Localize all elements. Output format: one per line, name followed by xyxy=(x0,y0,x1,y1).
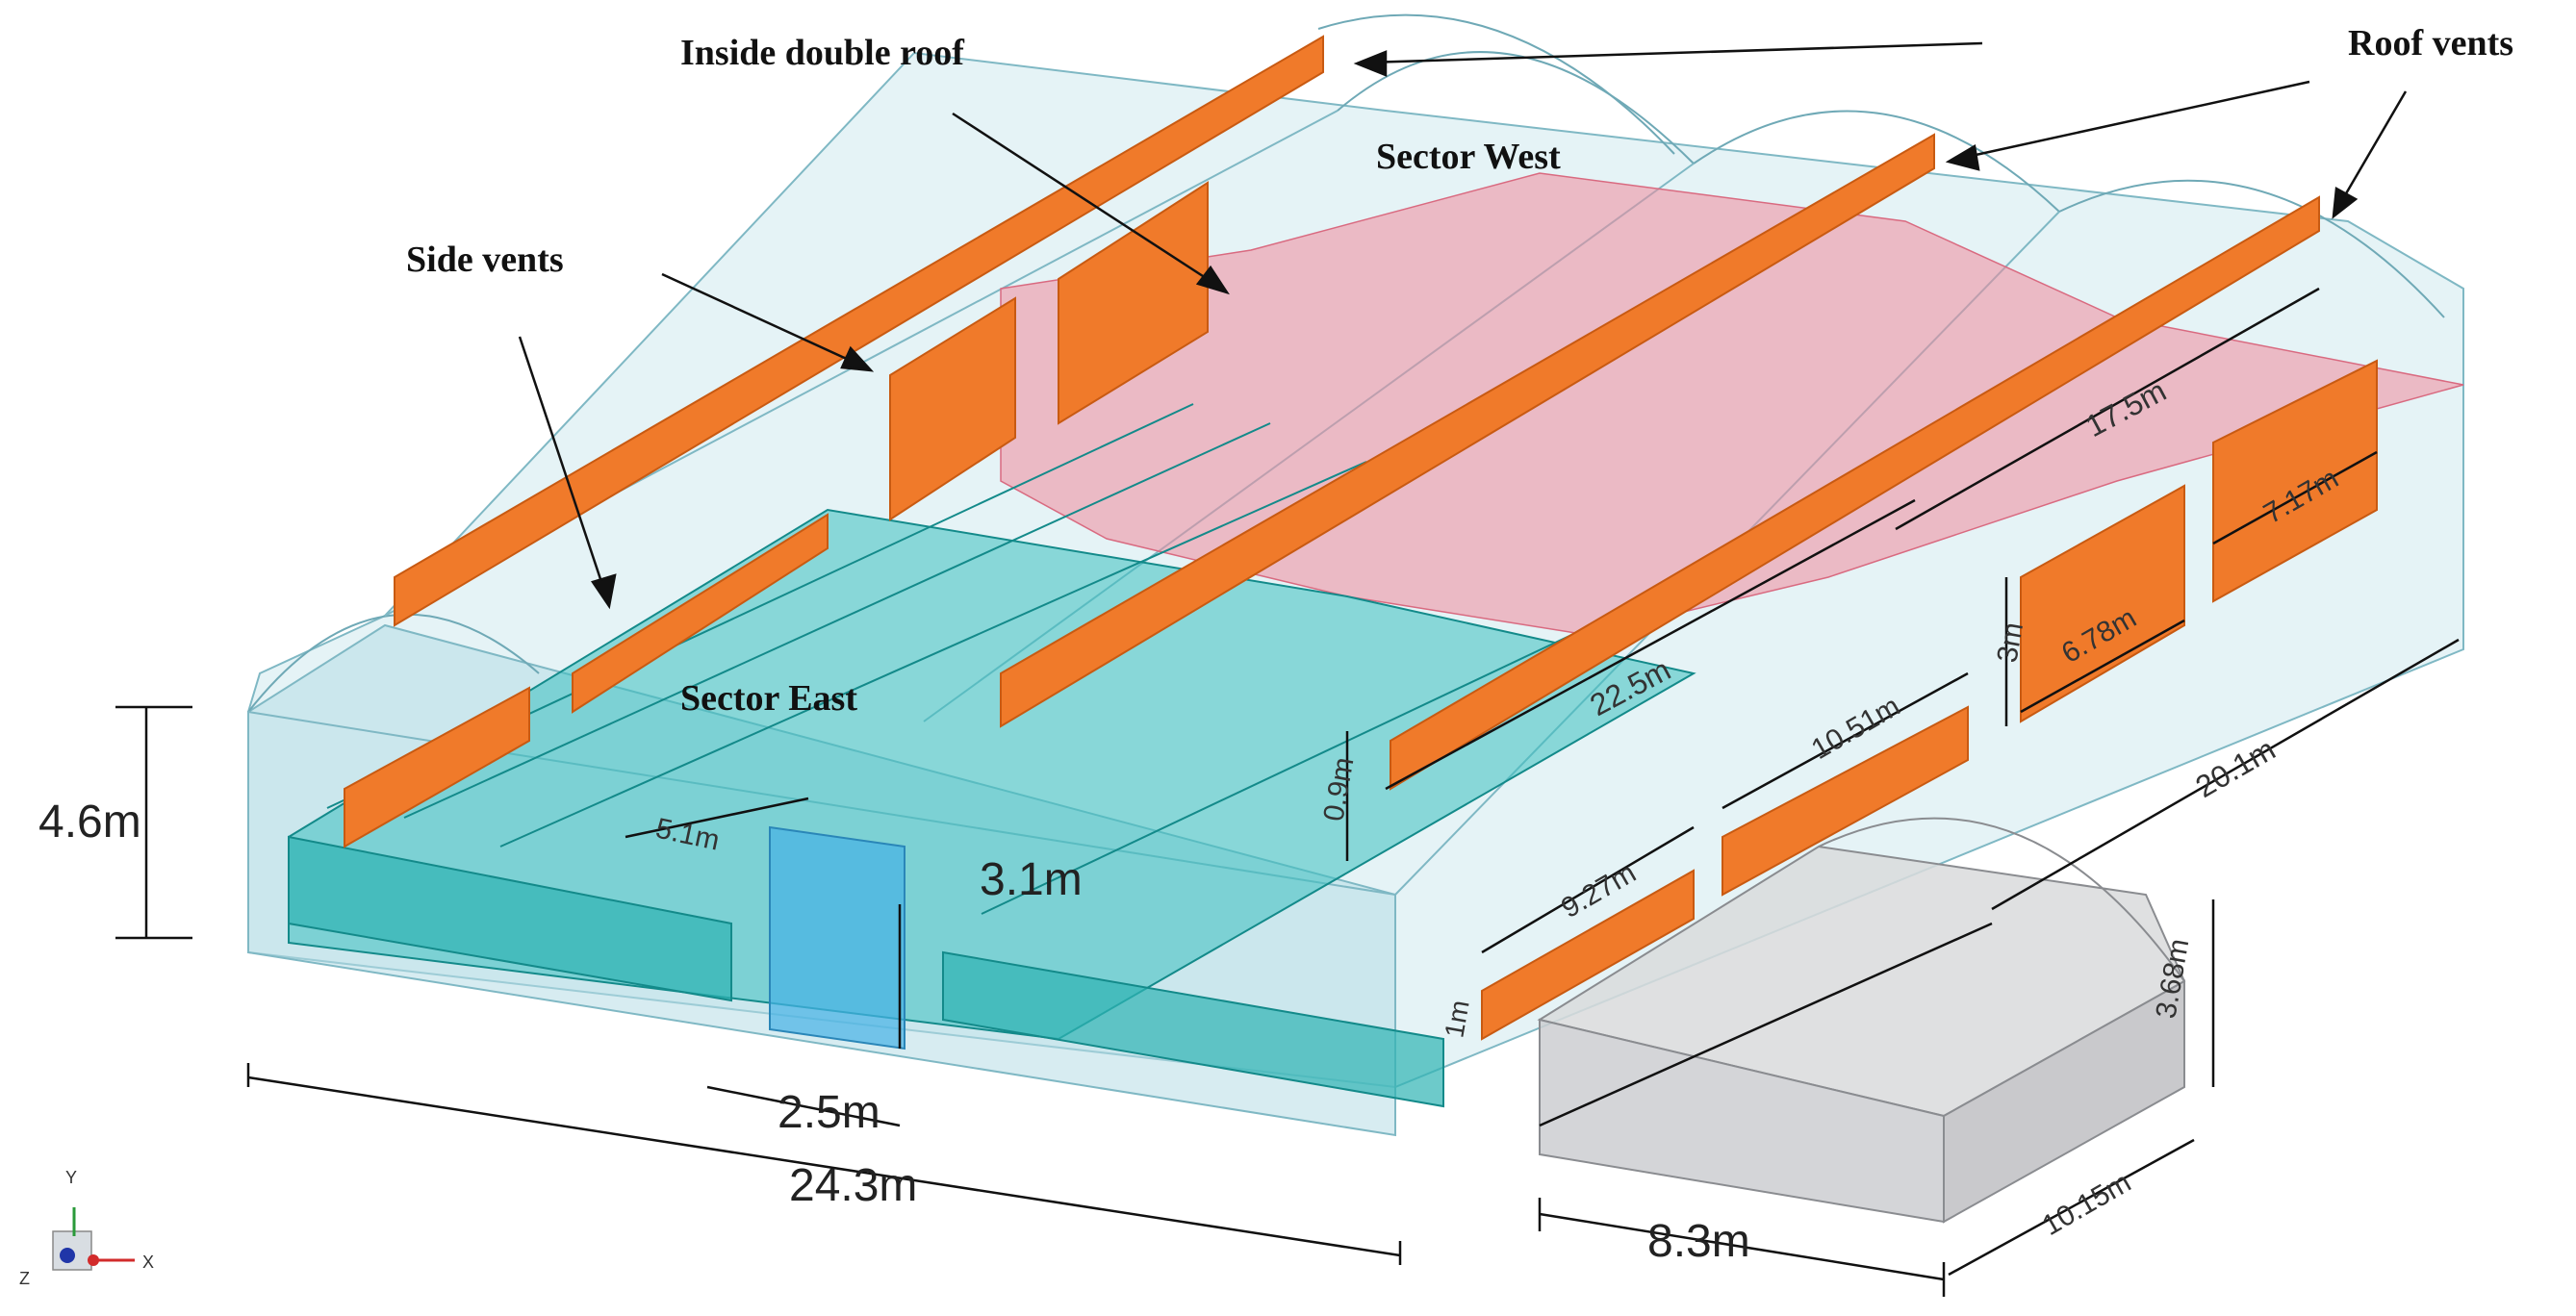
dim-line-mid-wall xyxy=(1722,671,1969,810)
dim-line-corridor-width xyxy=(706,1085,901,1127)
gable-arc-3 xyxy=(2058,179,2445,318)
dim-line-back-wall1 xyxy=(2020,619,2185,714)
arrow-inside-roof xyxy=(952,112,1223,291)
wall-vent-back1[interactable] xyxy=(2020,484,2185,723)
arrow-roof-vent-1 xyxy=(1365,41,1983,64)
dim-annex-depth: 10.15m xyxy=(2037,1166,2136,1242)
bench-row-2 xyxy=(942,950,1444,1108)
dim-line-annex-depth xyxy=(1948,1138,2195,1277)
arrow-side-vent-1 xyxy=(661,272,862,367)
wall-vent-back2[interactable] xyxy=(2212,359,2378,603)
axis-label-y: Y xyxy=(65,1168,77,1187)
arrow-roof-vent-2 xyxy=(1957,80,2310,161)
arrow-roof-vent-3 xyxy=(2336,90,2408,208)
gable-arc-2 xyxy=(1693,110,2060,213)
arrow-side-vent-2 xyxy=(518,336,608,597)
coordinate-triad: Y X Z xyxy=(19,1168,154,1288)
label-side-vents: Side vents xyxy=(406,240,564,280)
dim-vent-height: 3m xyxy=(1991,620,2029,665)
axis-label-z: Z xyxy=(19,1269,30,1288)
gable-arc-1 xyxy=(1337,51,1695,164)
label-sector-east: Sector East xyxy=(680,678,857,719)
bench-line-c xyxy=(499,461,1367,848)
side-vent-1[interactable] xyxy=(572,513,829,714)
dim-line-back-wall2 xyxy=(2212,450,2378,545)
dim-vent-low: 1m xyxy=(1439,998,1474,1040)
dim-annex-width: 8.3m xyxy=(1647,1216,1750,1267)
bench-line-b xyxy=(403,422,1271,819)
dim-corridor-height: 3.1m xyxy=(980,854,1083,905)
shade-screen-west xyxy=(1000,172,2464,636)
roof-vent-3[interactable] xyxy=(1390,195,2320,791)
dim-height-left: 4.6m xyxy=(38,797,141,848)
dim-line-front-wall xyxy=(1481,825,1695,954)
label-sector-west: Sector West xyxy=(1376,137,1561,177)
annotation-arrows xyxy=(518,41,2408,610)
gable-arc-top xyxy=(1317,13,1675,155)
dim-line-annex-length xyxy=(1539,922,1993,1127)
vents xyxy=(344,35,2378,1041)
dim-line-bench-spacing xyxy=(625,797,809,839)
label-inside-double-roof: Inside double roof xyxy=(680,33,965,73)
dim-corridor-width: 2.5m xyxy=(778,1087,880,1138)
roof-vent-2[interactable] xyxy=(1000,133,1935,728)
annex-side xyxy=(1943,979,2185,1224)
inside-roof-panel-1[interactable] xyxy=(889,296,1016,521)
side-vent-2[interactable] xyxy=(344,686,530,848)
wall-vent-mid[interactable] xyxy=(1722,705,1969,897)
label-roof-vents: Roof vents xyxy=(2348,23,2513,63)
dim-line-width-right xyxy=(1991,638,2460,911)
dim-line-annex-width xyxy=(1539,1212,1945,1281)
wall-vent-front[interactable] xyxy=(1481,869,1695,1041)
dimension-lines xyxy=(115,287,2460,1297)
dim-line-length-mid xyxy=(1385,498,1916,791)
bench-row-1 xyxy=(288,835,732,1002)
triad-origin xyxy=(60,1248,75,1263)
inside-roof-panel-2[interactable] xyxy=(1058,181,1209,425)
annex-arc xyxy=(1818,817,2185,982)
gable-arc-front xyxy=(247,613,540,713)
roof-vent-1[interactable] xyxy=(394,35,1324,627)
axis-label-x: X xyxy=(142,1253,154,1272)
dim-width-front: 24.3m xyxy=(789,1160,917,1211)
dim-line-length-back xyxy=(1895,287,2320,531)
dim-line-width-front xyxy=(247,1076,1401,1257)
corridor xyxy=(769,825,905,1050)
